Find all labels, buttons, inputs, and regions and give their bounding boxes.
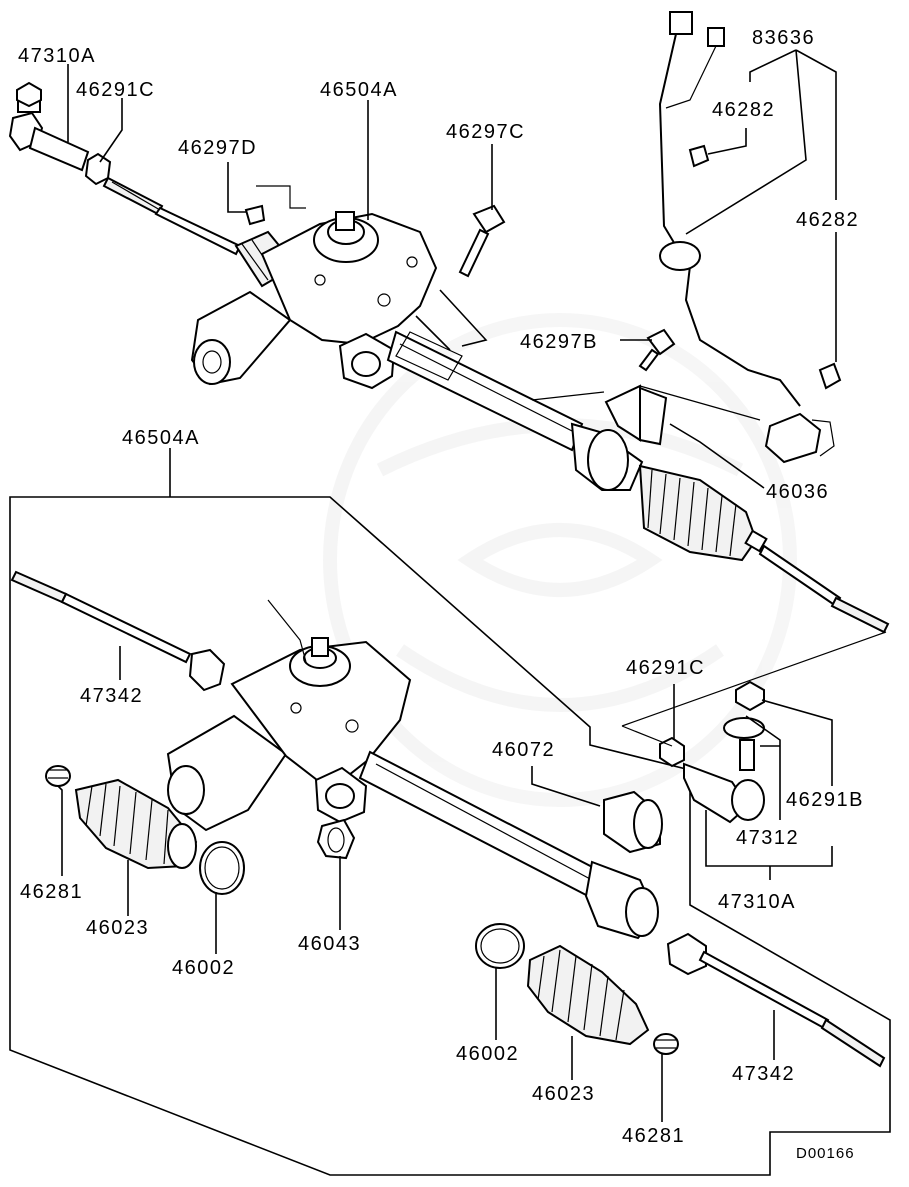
exploded-view-frame xyxy=(9,496,891,1176)
exploded-motor xyxy=(166,714,288,832)
exploded-insulator xyxy=(316,818,356,860)
label-46282-upper: 46282 xyxy=(712,99,775,121)
label-46504a-upper: 46504A xyxy=(320,79,398,101)
upper-left-tie-rod xyxy=(102,176,242,256)
label-83636: 83636 xyxy=(752,27,815,49)
label-47312: 47312 xyxy=(736,827,799,849)
exploded-bushing-46072 xyxy=(603,790,663,854)
label-46002-left: 46002 xyxy=(172,957,235,979)
exploded-clamp-right xyxy=(653,1033,679,1055)
label-46504a-exploded: 46504A xyxy=(122,427,200,449)
label-47342-left: 47342 xyxy=(80,685,143,707)
label-46297d: 46297D xyxy=(178,137,257,159)
label-46281-left: 46281 xyxy=(20,881,83,903)
label-46291c-exploded: 46291C xyxy=(626,657,705,679)
exploded-right-tie-rod xyxy=(666,932,886,1068)
exploded-boot-right xyxy=(526,944,650,1046)
exploded-clamp-left xyxy=(45,765,71,787)
label-46297b: 46297B xyxy=(520,331,598,353)
upper-motor xyxy=(190,290,292,386)
label-46281-right: 46281 xyxy=(622,1125,685,1147)
upper-bolts xyxy=(244,204,676,372)
upper-boot-right xyxy=(638,464,768,562)
upper-wire-harness xyxy=(658,11,842,464)
label-46291c-upper: 46291C xyxy=(76,79,155,101)
upper-gear-housing xyxy=(260,211,438,390)
label-46297c: 46297C xyxy=(446,121,525,143)
label-47310a-exploded: 47310A xyxy=(718,891,796,913)
upper-rack-tube xyxy=(386,330,644,491)
exploded-band-left xyxy=(199,841,245,895)
watermark-emblem xyxy=(323,313,797,807)
exploded-boot-left xyxy=(74,778,198,870)
exploded-band-right xyxy=(475,923,525,969)
upper-right-tie-rod xyxy=(758,544,890,634)
exploded-right-tie-rod-end xyxy=(659,680,765,824)
upper-bracket xyxy=(395,331,668,446)
label-46036: 46036 xyxy=(766,481,829,503)
label-46023-left: 46023 xyxy=(86,917,149,939)
label-47342-right: 47342 xyxy=(732,1063,795,1085)
label-46291b: 46291B xyxy=(786,789,864,811)
exploded-rack-tube xyxy=(358,750,659,940)
label-47310a-upper: 47310A xyxy=(18,45,96,67)
diagram-code: D00166 xyxy=(796,1145,855,1162)
label-46072: 46072 xyxy=(492,739,555,761)
leader-lines xyxy=(57,49,887,1122)
label-46023-right: 46023 xyxy=(532,1083,595,1105)
exploded-left-tie-rod xyxy=(10,570,226,692)
part-labels: 47310A 46291C 46504A 46297D 46297C 46297… xyxy=(18,27,864,1162)
exploded-gear-housing xyxy=(230,599,412,824)
label-46282-lower: 46282 xyxy=(796,209,859,231)
label-46043: 46043 xyxy=(298,933,361,955)
label-46002-right: 46002 xyxy=(456,1043,519,1065)
